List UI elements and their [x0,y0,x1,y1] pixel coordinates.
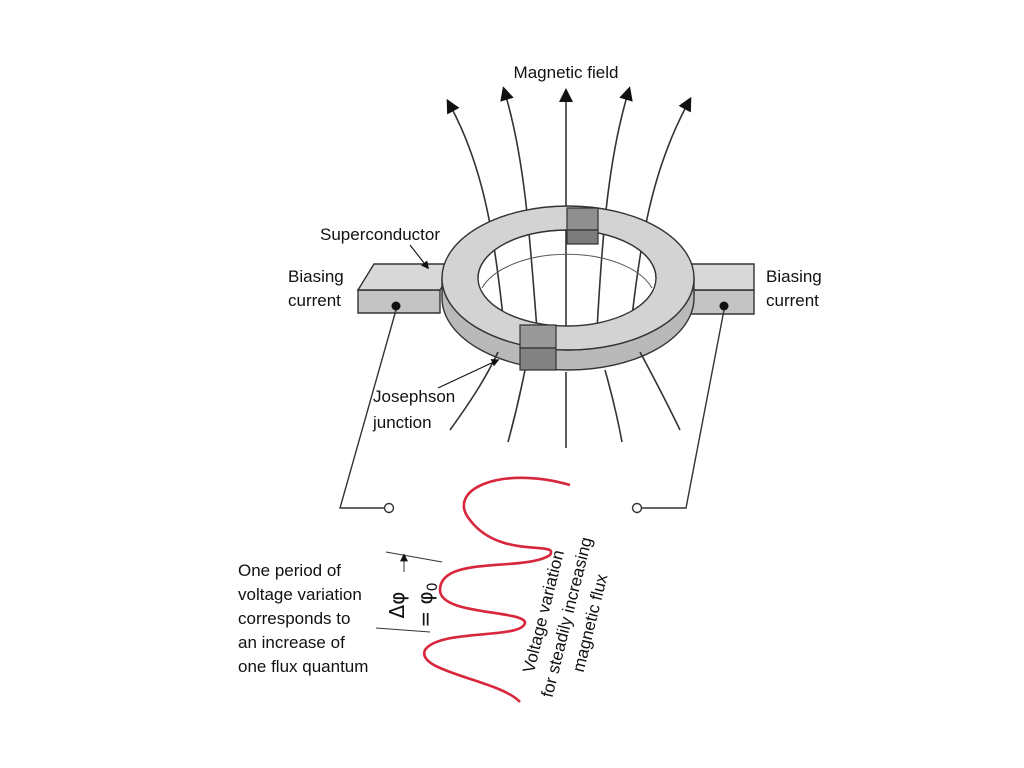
josephson-junction-near [519,324,557,371]
period-label-4: an increase of [238,633,345,652]
delta-phi-group: Δφ [385,592,409,619]
biasing-current-left-label-2: current [288,291,341,310]
phi-zero-main: = φ [413,591,437,627]
left-terminal-dot [391,301,401,311]
josephson-junction-label-1: Josephson [373,387,455,406]
right-biasing-tab [678,263,755,315]
field-line-5 [629,96,692,336]
period-label-3: corresponds to [238,609,350,628]
biasing-current-right-label-1: Biasing [766,267,822,286]
voltage-caption-group: Voltage variation for steadily increasin… [519,535,611,699]
field-line-2 [500,86,538,331]
right-output-terminal [631,502,643,514]
josephson-junction-label-2: junction [372,413,432,432]
delta-phi-label: Δφ [385,592,409,619]
voltage-waveform [423,476,571,703]
left-biasing-tab [356,263,458,314]
josephson-junction-far [566,207,599,245]
biasing-current-left-label-1: Biasing [288,267,344,286]
superconductor-label: Superconductor [320,225,440,244]
circuit-wires [339,309,725,514]
right-terminal-dot [719,301,729,311]
magnetic-field-label: Magnetic field [514,63,619,82]
phi-zero-label: = φ0 [413,582,441,627]
field-line-1 [446,98,506,336]
field-line-4 [596,86,633,331]
phi-zero-subscript: 0 [425,582,441,591]
left-output-terminal [383,502,395,514]
phi-zero-group: = φ0 [413,582,441,627]
period-label-5: one flux quantum [238,657,368,676]
period-markers [375,551,443,633]
period-label-1: One period of [238,561,341,580]
biasing-current-right-label-2: current [766,291,819,310]
period-label-2: voltage variation [238,585,362,604]
leader-lines [409,244,500,389]
